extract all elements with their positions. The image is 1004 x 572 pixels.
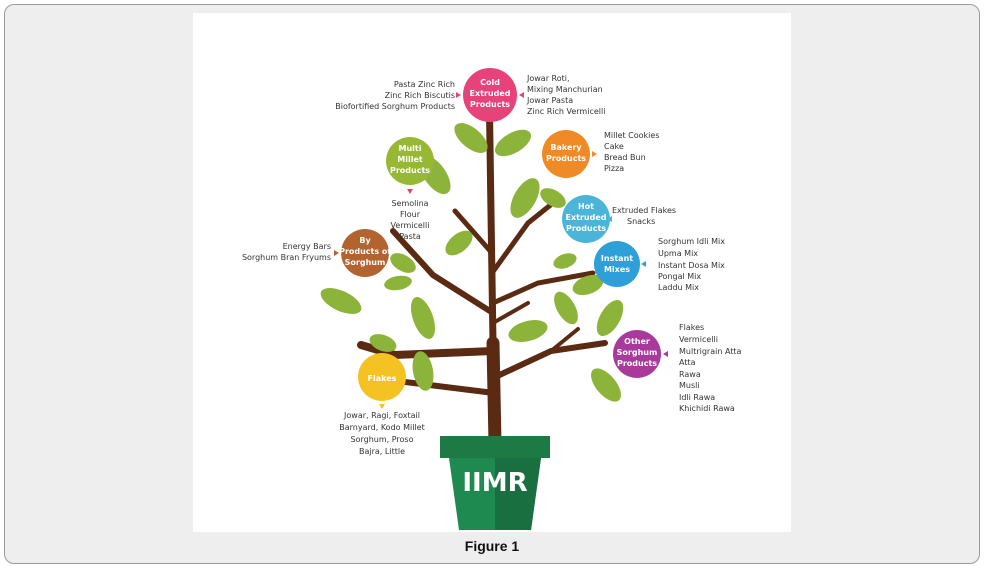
category-label: Extruded (470, 89, 511, 98)
item-text: Flakes (679, 323, 704, 332)
item-text: Pasta (399, 232, 421, 241)
category-multi-millet: Multi Millet Products Semolina Flour Ver… (386, 137, 434, 241)
category-label: Mixes (604, 265, 630, 274)
item-text: Musli (679, 381, 700, 390)
category-label: Products (566, 224, 606, 233)
item-text: Pasta Zinc Rich (394, 80, 455, 89)
product-tree-diagram: IIMR Cold Extruded Products Pasta Zinc R… (242, 68, 742, 530)
category-label: Products (617, 359, 657, 368)
item-text: Pizza (604, 164, 624, 173)
item-text: Jowar Roti, (526, 74, 570, 83)
category-bakery: Bakery Products Millet Cookies Cake Brea… (542, 130, 660, 178)
item-text: Barnyard, Kodo Millet (339, 423, 424, 432)
item-text: Sorghum Idli Mix (658, 237, 725, 246)
item-text: Idli Rawa (679, 393, 715, 402)
category-label: Products of (339, 247, 391, 256)
item-text: Sorghum, Proso (351, 435, 414, 444)
tree-trunk (357, 74, 608, 450)
figure-caption: Figure 1 (464, 538, 520, 554)
arrow-right-icon (663, 351, 668, 357)
item-text: Cake (604, 142, 624, 151)
category-label: Sorghum (617, 348, 658, 357)
item-text: Laddu Mix (658, 283, 699, 292)
item-text: Snacks (627, 217, 655, 226)
item-text: Sorghum Bran Fryums (242, 253, 331, 262)
item-text: Bread Bun (604, 153, 646, 162)
category-label: Products (546, 154, 586, 163)
category-label: Sorghum (345, 258, 386, 267)
figure-image: IIMR Cold Extruded Products Pasta Zinc R… (193, 13, 791, 532)
category-label: Flakes (368, 374, 397, 383)
category-label: Products (390, 166, 430, 175)
item-text: Instant Dosa Mix (658, 261, 725, 270)
plant-pot: IIMR (440, 436, 550, 530)
item-text: Jowar Pasta (526, 96, 573, 105)
arrow-right-icon (592, 151, 597, 157)
item-text: Rawa (679, 370, 701, 379)
item-text: Biofortified Sorghum Products (335, 102, 455, 111)
item-text: Energy Bars (283, 242, 331, 251)
arrow-right-icon (607, 216, 612, 222)
tree-leaves (320, 123, 624, 402)
category-label: Instant (601, 254, 633, 263)
item-text: Multrigrain Atta (679, 347, 742, 356)
category-label: Bakery (550, 143, 582, 152)
item-text: Vermicelli (391, 221, 430, 230)
item-text: Mixing Manchurian (527, 85, 603, 94)
category-label: By (359, 236, 371, 245)
arrow-right-icon (519, 92, 524, 98)
category-flakes: Flakes Jowar, Ragi, Foxtail Barnyard, Ko… (339, 353, 425, 456)
arrow-left-icon (456, 92, 461, 98)
item-text: Bajra, Little (359, 447, 405, 456)
item-text: Pongal Mix (658, 272, 701, 281)
item-text: Zinc Rich Biscutis (385, 91, 455, 100)
category-label: Products (470, 100, 510, 109)
category-label: Cold (480, 78, 500, 87)
arrow-right-icon (641, 261, 646, 267)
item-text: Khichidi Rawa (679, 404, 735, 413)
category-by-products: By Products of Sorghum Energy Bars Sorgh… (242, 229, 391, 277)
category-cold-extruded: Cold Extruded Products Pasta Zinc Rich Z… (335, 68, 605, 122)
item-text: Flour (400, 210, 421, 219)
arrow-left-icon (334, 250, 339, 256)
category-other-sorghum: Other Sorghum Products Flakes Vermicelli… (613, 323, 742, 413)
arrow-down-icon (379, 404, 385, 409)
category-label: Other (624, 337, 650, 346)
category-label: Hot (578, 202, 594, 211)
category-label: Multi (399, 144, 422, 153)
category-label: Extruded (566, 213, 607, 222)
item-text: Jowar, Ragi, Foxtail (343, 411, 420, 420)
category-label: Millet (397, 155, 423, 164)
item-text: Millet Cookies (604, 131, 660, 140)
item-text: Zinc Rich Vermicelli (527, 107, 605, 116)
item-text: Extruded Flakes (612, 206, 676, 215)
arrow-down-icon (407, 189, 413, 194)
item-text: Atta (679, 358, 696, 367)
item-text: Upma Mix (658, 249, 698, 258)
category-hot-extruded: Hot Extruded Products Extruded Flakes Sn… (562, 195, 676, 243)
item-text: Semolina (391, 199, 428, 208)
pot-label: IIMR (462, 468, 527, 498)
item-text: Vermicelli (679, 335, 718, 344)
category-instant-mixes: Instant Mixes Sorghum Idli Mix Upma Mix … (594, 237, 725, 292)
